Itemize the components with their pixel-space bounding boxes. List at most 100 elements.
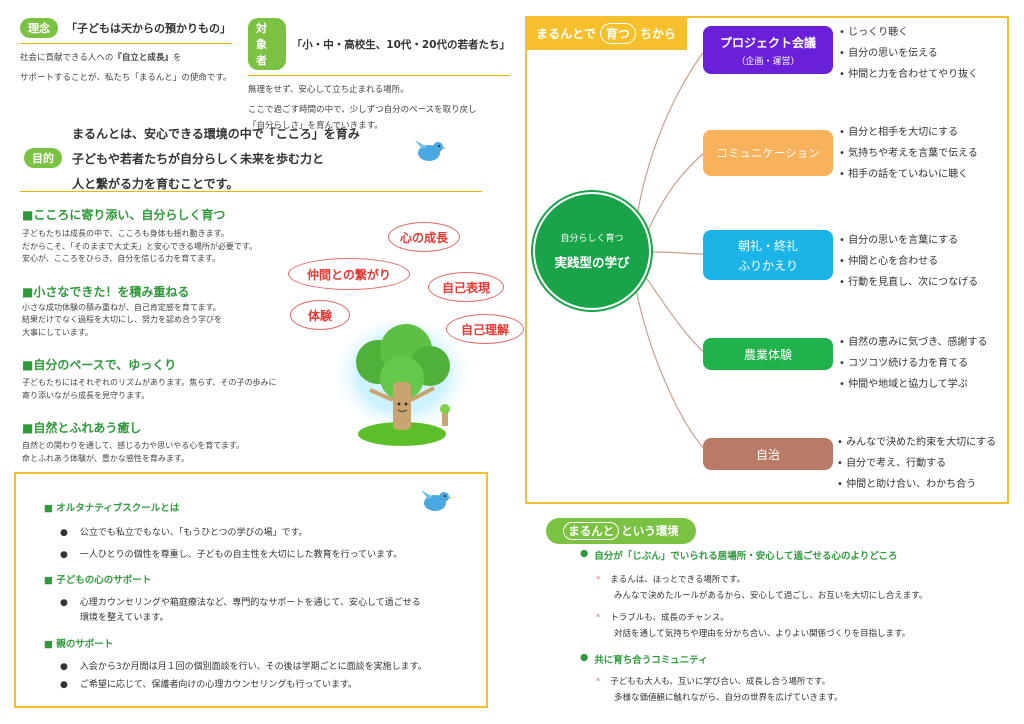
- rinen-line1a: 社会に貢献できる人への: [20, 53, 114, 63]
- mokuteki-tag: 目的: [24, 148, 62, 168]
- rinen-tag: 理念: [20, 18, 58, 38]
- section-2-body: 小さな成功体験の積み重ねが、自己肯定感を育てます。 結果だけでなく過程を大切にし…: [22, 302, 322, 340]
- node-bullet: 相手の話をていねいに聴く: [848, 169, 969, 180]
- node-project: プロジェクト会議 （企画・運営）: [703, 26, 833, 74]
- section-2-line: 結果だけでなく過程を大切にし、努力を認め合う学びを: [22, 315, 222, 324]
- center-node: 自分らしく育つ 実践型の学び: [535, 194, 649, 308]
- kankyo-heading-2: ● 共に育ち合うコミュニティ: [580, 652, 1020, 666]
- bullet-dot: ●: [60, 528, 68, 538]
- section-2-title: ■小さなできた！を積み重ねる: [22, 284, 190, 299]
- bullet-dot: ●: [60, 662, 68, 672]
- section-1-title: ■こころに寄り添い、自分らしく育つ: [22, 208, 226, 222]
- star-mark: *: [596, 677, 601, 687]
- node-communication-label: コミュニケーション: [716, 146, 820, 160]
- section-3-line: 寄り添いながら成長を見守ります。: [22, 390, 150, 400]
- alt-list-1: ●公立でも私立でもない、「もうひとつの学びの場」です。 ●一人ひとりの個性を尊重…: [60, 522, 402, 566]
- rinen-line1b: 『自立と成長』: [113, 53, 173, 63]
- mokuteki-text: まるんとは、安心できる環境の中で「こころ」を育み 子どもや若者たちが自分らしく未…: [72, 122, 360, 197]
- mokuteki-line2: 子どもや若者たちが自分らしく未来を歩む力と: [72, 152, 325, 166]
- section-1-line: 子どもたちは成長の中で、こころも身体も揺れ動きます。: [22, 229, 229, 238]
- kankyo-line: まるんは、ほっとできる場所です。: [610, 575, 745, 585]
- section-3-title: ■自分のペースで、ゆっくり: [22, 358, 177, 372]
- taisho-text: 無理をせず、安心して立ち止まれる場所。 ここで過ごす時間の中で、少しずつ自分のペ…: [248, 82, 510, 134]
- rinen-title: 「子どもは天からの預かりもの」: [66, 22, 231, 35]
- node-bullet: 自分で考え、行動する: [846, 458, 947, 469]
- bird-icon: [415, 140, 446, 161]
- kankyo-line: 多様な価値観に触れながら、自分の世界を広げていきます。: [614, 693, 843, 703]
- node-communication: コミュニケーション: [703, 130, 833, 176]
- node-bullet: コツコツ続ける力を育てる: [848, 358, 969, 369]
- taisho-title: 「小・中・高校生、10代・20代の若者たち」: [291, 38, 510, 51]
- rinen-line2: サポートすることが、私たち「まるんと」の使命です。: [20, 73, 232, 83]
- oval-taiken: 体験: [290, 300, 350, 330]
- bullet-dot: ●: [60, 550, 68, 560]
- rinen-block: 理念 「子どもは天からの預かりもの」 社会に貢献できる人への『自立と成長』を サ…: [20, 18, 232, 86]
- node-bullet: じっくり聴く: [848, 27, 909, 38]
- alt-school-box: ■ オルタナティブスクールとは ●公立でも私立でもない、「もうひとつの学びの場」…: [14, 472, 488, 708]
- kankyo-item-2: *トラブルも、成長のチャンス。 対話を通して気持ちや理由を分かち合い、よりよい関…: [596, 610, 1020, 642]
- taisho-line1: 無理をせず、安心して立ち止まれる場所。: [248, 85, 409, 95]
- node-project-label: プロジェクト会議: [719, 35, 816, 50]
- section-4-line: 自然との関わりを通して、感じる力や思いやる心を育てます。: [22, 441, 245, 450]
- mindmap-header-c: ちから: [639, 26, 676, 41]
- node-bullet: 自分と相手を大切にする: [848, 127, 959, 138]
- section-4: ■自然とふれあう癒し 自然との関わりを通して、感じる力や思いやる心を育てます。 …: [22, 419, 322, 465]
- alt-bullet: 入会から3か月間は月１回の個別面談を行い、その後は学期ごとに面談を実施します。: [79, 662, 427, 672]
- node-nogyo: 農業体験: [703, 338, 833, 370]
- alt-heading-1: ■ オルタナティブスクールとは: [44, 503, 180, 514]
- node-jichi: 自治: [703, 438, 833, 470]
- alt-list-2: ●心理カウンセリングや箱庭療法など、専門的なサポートを通じて、安心して過ごせる …: [60, 596, 421, 626]
- node-bullet: 気持ちや考えを言葉で伝える: [848, 148, 978, 159]
- node-chorei: 朝礼・終礼 ふりかえり: [703, 230, 833, 280]
- node-nogyo-label: 農業体験: [743, 347, 792, 362]
- node-chorei-sub: ふりかえり: [737, 258, 798, 273]
- mindmap-header-b: 育つ: [599, 22, 636, 44]
- kankyo-item-1: * まるんは、ほっとできる場所です。 みんなで決めたルールがあるから、安心して過ご…: [596, 572, 1020, 604]
- mindmap-lines: [634, 49, 706, 451]
- oval-jiko-hyogen: 自己表現: [428, 272, 504, 302]
- kankyo-h1: 自分が「じぶん」でいられる居場所・安心して過ごせる心のよりどころ: [594, 551, 898, 562]
- alt-bullet: 一人ひとりの個性を尊重し、子どもの自主性を大切にした教育を行っています。: [79, 550, 403, 560]
- mokuteki-block: 目的 まるんとは、安心できる環境の中で「こころ」を育み 子どもや若者たちが自分ら…: [20, 120, 482, 192]
- kankyo-line: 対話を通して気持ちや理由を分かち合い、よりよい関係づくりを目指します。: [614, 629, 911, 639]
- section-2-line: 小さな成功体験の積み重ねが、自己肯定感を育てます。: [22, 302, 221, 312]
- alt-bullet: 心理カウンセリングや箱庭療法など、専門的なサポートを通じて、安心して過ごせる: [79, 598, 421, 608]
- section-1: ■こころに寄り添い、自分らしく育つ 子どもたちは成長の中で、こころも身体も揺れ動…: [22, 206, 322, 266]
- kankyo-body: ● 自分が「じぶん」でいられる居場所・安心して過ごせる心のよりどころ * まるんは、…: [580, 548, 1020, 706]
- star-mark: *: [596, 613, 601, 623]
- alt-list-3: ● 入会から3か月間は月１回の個別面談を行い、その後は学期ごとに面談を実施します。…: [60, 658, 427, 694]
- bullet-dot: ●: [580, 548, 589, 559]
- bullet-dot: ●: [580, 652, 589, 663]
- section-4-body: 自然との関わりを通して、感じる力や思いやる心を育てます。 命とふれあう体験が、豊…: [22, 440, 322, 465]
- tree-illustration: [330, 320, 474, 446]
- center-small: 自分らしく育つ: [560, 234, 624, 244]
- section-1-line: だからこそ、「そのままで大丈夫」と安心できる場所が必要です。: [22, 241, 258, 251]
- left-sections: ■こころに寄り添い、自分らしく育つ 子どもたちは成長の中で、こころも身体も揺れ動…: [22, 206, 322, 465]
- kankyo-h2: 共に育ち合うコミュニティ: [594, 655, 708, 666]
- rinen-line1c: を: [172, 53, 182, 63]
- section-4-line: 命とふれあう体験が、豊かな感性を育みます。: [22, 453, 190, 463]
- section-3-body: 子どもたちにはそれぞれのリズムがあります。焦らず、その子の歩みに 寄り添いながら…: [22, 377, 322, 402]
- section-1-line: 安心が、こころをひらき、自分を信じる力を育てます。: [22, 254, 221, 263]
- kankyo-item-3: * 子どもも大人も、互いに学び合い、成長し合う場所です。 多様な価値観に触れながら…: [596, 674, 1020, 706]
- alt-bullet: ご希望に応じて、保護者向けの心理カウンセリングも行っています。: [79, 680, 358, 690]
- center-big: 実践型の学び: [554, 255, 630, 270]
- star-mark: *: [596, 575, 601, 585]
- mindmap-box: まるんとで 育つ ちから 自分らしく育つ 実践型の学び プロジェクト会議 （企画…: [525, 16, 1009, 504]
- mokuteki-line3: 人と繋がる力を育むことです。: [72, 177, 239, 191]
- kankyo-line: 子どもも大人も、互いに学び合い、成長し合う場所です。: [610, 677, 831, 687]
- kankyo-pill-a: まるんと: [563, 522, 620, 540]
- alt-bullet-cont: 環境を整えています。: [80, 613, 169, 623]
- node-bullet: 仲間と力を合わせてやり抜く: [848, 69, 979, 80]
- kankyo-line: みんなで決めたルールがあるから、安心して過ごし、お互いを大切にし合えます。: [614, 591, 928, 601]
- node-chorei-label: 朝礼・終礼: [737, 238, 798, 253]
- node-nogyo-bullets: • 自然の恵みに気づき、感謝する • コツコツ続ける力を育てる • 仲間や地域と…: [839, 337, 988, 390]
- taisho-block: 対象者 「小・中・高校生、10代・20代の若者たち」 無理をせず、安心して立ち止…: [248, 18, 510, 134]
- node-bullet: 仲間や地域と協力して学ぶ: [848, 379, 968, 390]
- node-chorei-bullets: • 自分の思いを言葉にする • 仲間と心を合わせる • 行動を見直し、次につなげ…: [839, 235, 979, 288]
- node-project-sub: （企画・運営）: [736, 56, 800, 67]
- node-jichi-label: 自治: [755, 447, 780, 462]
- rinen-text: 社会に貢献できる人への『自立と成長』を サポートすることが、私たち「まるんと」の…: [20, 50, 232, 86]
- node-bullet: みんなで決めた約束を大切にする: [846, 437, 997, 448]
- node-bullet: 自分の思いを言葉にする: [848, 235, 959, 246]
